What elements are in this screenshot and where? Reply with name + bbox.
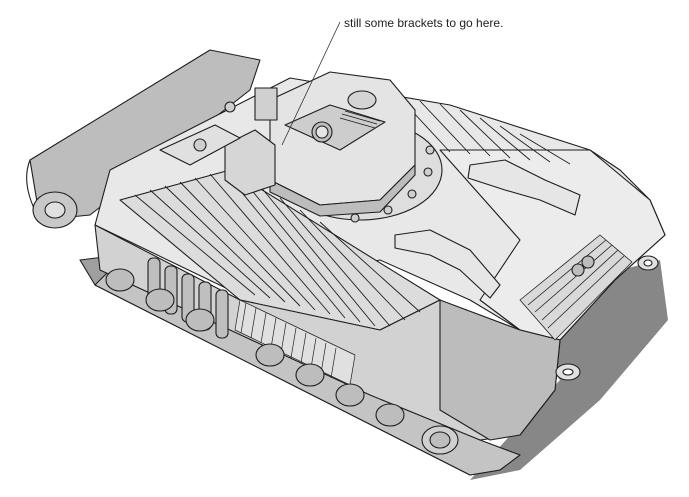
spring-coil	[339, 110, 381, 129]
front-sprocket	[32, 191, 78, 229]
turret	[269, 71, 416, 217]
rear-deck	[439, 149, 666, 341]
annotation-text: still some brackets to go here.	[344, 16, 504, 30]
side-louvre	[234, 299, 356, 386]
tow-eyes	[555, 255, 659, 381]
rear-grille	[519, 234, 633, 341]
turret-mount-box	[254, 87, 278, 121]
road-wheels	[105, 268, 459, 455]
turret-hatch	[347, 90, 377, 110]
rear-armor	[439, 299, 561, 441]
rear-handles	[394, 159, 581, 299]
front-bolt	[193, 138, 207, 152]
turret-bolts	[350, 145, 435, 223]
annotation-leader-line	[281, 21, 341, 146]
exhausts	[571, 255, 595, 277]
front-hatches	[159, 87, 278, 196]
glacis-ribs	[134, 171, 421, 327]
